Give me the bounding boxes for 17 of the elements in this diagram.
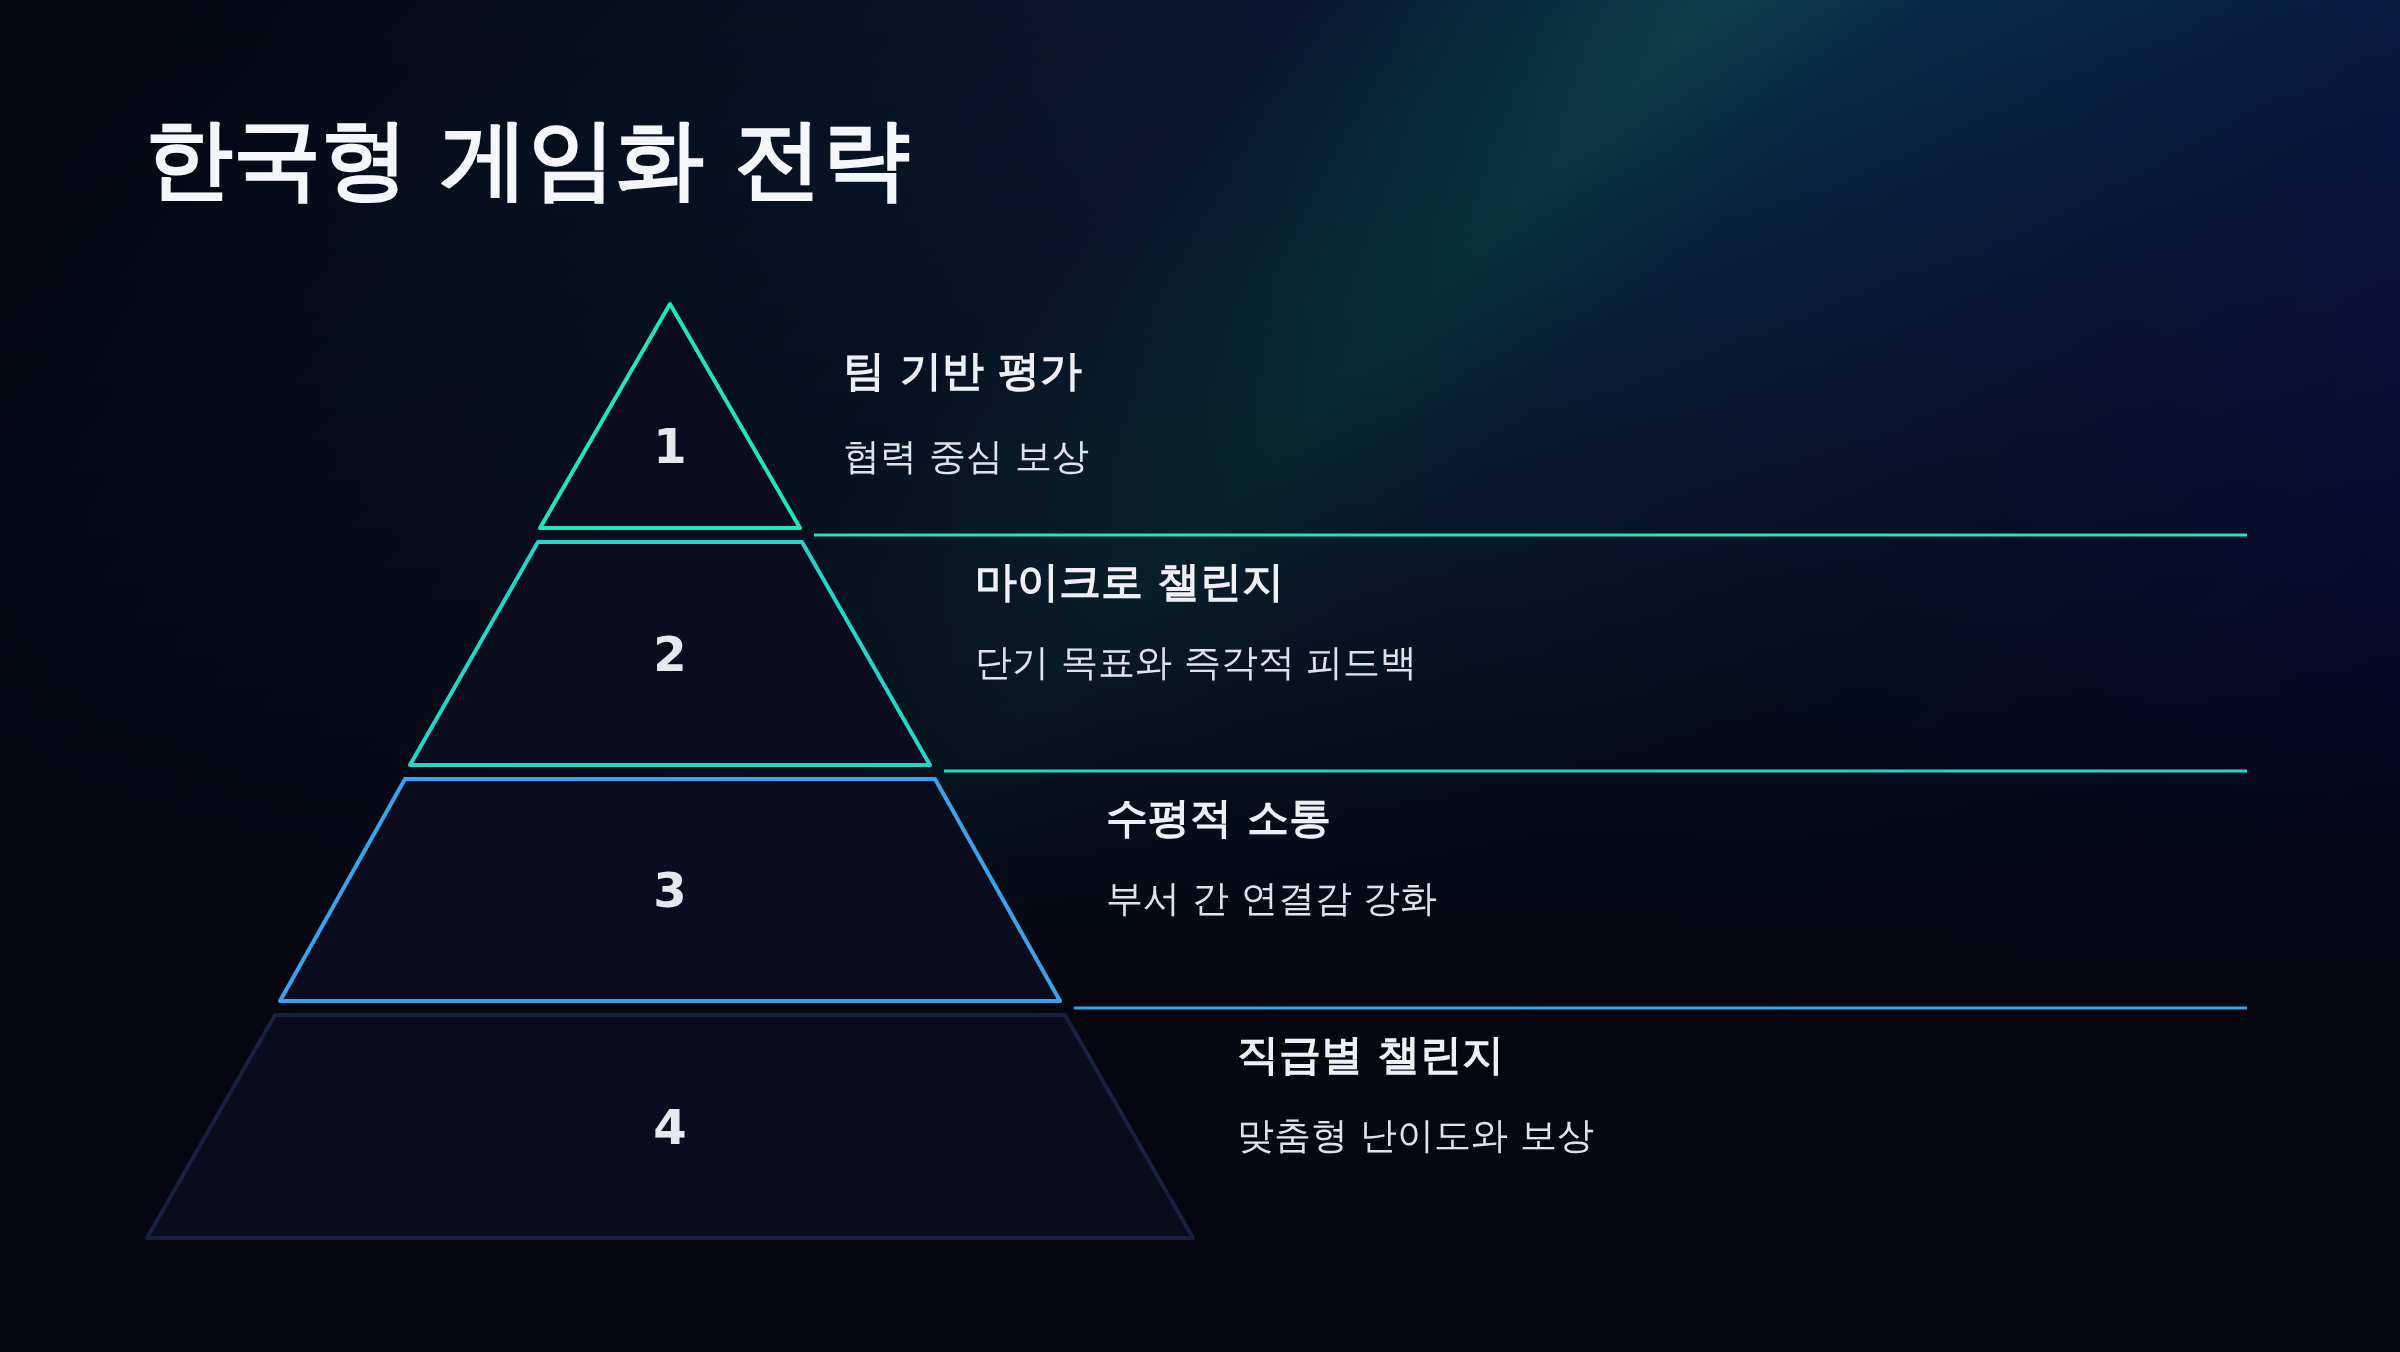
- pyramid-layer: [538, 302, 802, 530]
- layer-heading: 팀 기반 평가: [843, 345, 1083, 397]
- layer-heading: 직급별 챌린지: [1237, 1028, 1504, 1081]
- slide-title: 한국형 게임화 전략: [145, 106, 911, 212]
- layer-heading: 수평적 소통: [1106, 792, 1331, 844]
- layer-number: 4: [653, 1098, 687, 1155]
- pyramid-layer: [145, 1013, 1195, 1240]
- pyramid-layer: [278, 777, 1062, 1003]
- layer-heading: 마이크로 챌린지: [975, 555, 1284, 608]
- layer-description: 맞춤형 난이도와 보상: [1237, 1112, 1594, 1159]
- layer-description: 협력 중심 보상: [843, 434, 1089, 480]
- layer-number: 1: [653, 417, 687, 474]
- layer-description: 단기 목표와 즉각적 피드백: [975, 639, 1418, 686]
- layer-number: 2: [653, 625, 687, 682]
- layer-number: 3: [653, 862, 687, 918]
- layer-description: 부서 간 연결감 강화: [1106, 876, 1438, 922]
- pyramid-layer: [408, 540, 932, 767]
